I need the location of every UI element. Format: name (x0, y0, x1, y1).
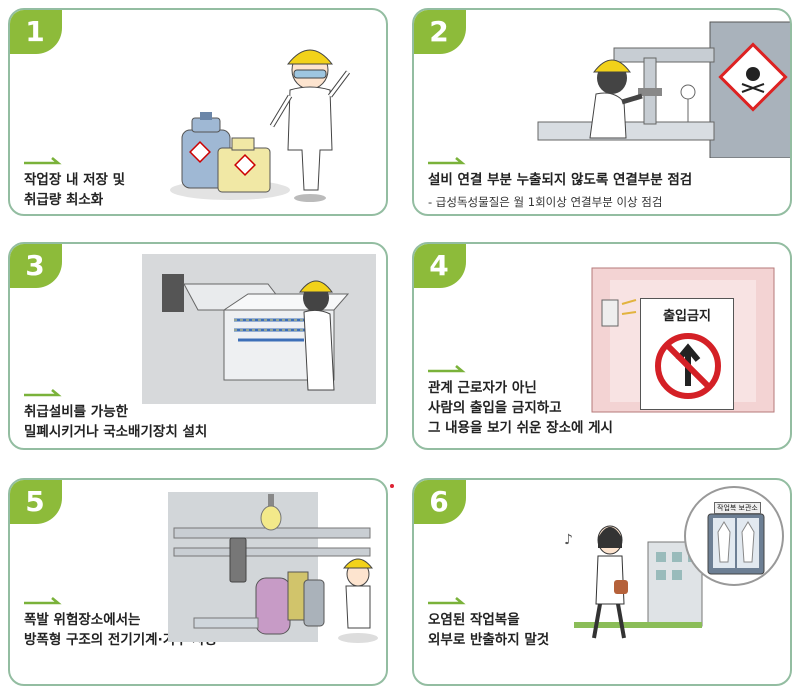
card-caption: 취급설비를 가능한 밀폐시키거나 국소배기장치 설치 (24, 402, 207, 442)
card-number: 3 (10, 244, 62, 288)
card-caption: 관계 근로자가 아닌 사람의 출입을 금지하고 그 내용을 보기 쉬운 장소에 … (428, 378, 613, 438)
caption-line: 외부로 반출하지 말것 (428, 632, 550, 648)
locker-label: 작업복 보관소 (714, 502, 761, 514)
card-number: 5 (10, 480, 62, 524)
arrow-right-icon (428, 157, 466, 165)
card-4: 4 관계 근로자가 아닌 사람의 출입을 금지하고 그 내용을 보기 쉬운 장소… (412, 242, 792, 450)
illustration-pipe-inspection (537, 21, 790, 158)
music-note-icon: ♪ (564, 532, 573, 548)
card-1: 1 작업장 내 저장 및 취급량 최소화 (8, 8, 388, 216)
arrow-right-icon (24, 597, 62, 605)
caption-line: 폭발 위험장소에서는 (24, 612, 141, 628)
locker-bubble: 작업복 보관소 (684, 486, 784, 586)
card-caption: 설비 연결 부분 누출되지 않도록 연결부분 점검 (428, 170, 692, 190)
arrow-right-icon (24, 157, 62, 165)
card-3: 3 취급설비를 가능한 밀폐시키거나 국소배기장치 설치 (8, 242, 388, 450)
arrow-right-icon (428, 365, 466, 373)
no-entry-icon (655, 333, 721, 399)
card-number: 1 (10, 10, 62, 54)
stray-mark (390, 484, 394, 488)
illustration-worker-leaving: ♪ (564, 525, 703, 639)
hazard-skull-icon (746, 67, 760, 81)
caption-line: 취급설비를 가능한 (24, 404, 129, 420)
card-2: 2 설비 연결 부분 누출되지 않도록 연결부분 점검 - 급성독성물질은 월 … (412, 8, 792, 216)
card-caption: 오염된 작업복을 외부로 반출하지 말것 (428, 610, 549, 650)
card-6: 6 오염된 작업복을 외부로 반출하지 말것 ♪ 작업복 보관소 (412, 478, 792, 686)
card-5: 5 폭발 위험장소에서는 방폭형 구조의 전기기계·기구 사용 (8, 478, 388, 686)
no-entry-sign: 출입금지 (640, 298, 734, 410)
caption-line: 관계 근로자가 아닌 (428, 380, 537, 396)
illustration-worker-containers (170, 49, 350, 202)
caption-line: 사람의 출입을 금지하고 (428, 400, 562, 416)
card-number: 2 (414, 10, 466, 54)
sign-label: 출입금지 (663, 309, 711, 324)
locker-icon (707, 513, 765, 575)
arrow-right-icon (24, 389, 62, 397)
card-sub-caption: - 급성독성물질은 월 1회이상 연결부분 이상 점검 (428, 195, 663, 209)
illustration-local-exhaust (142, 254, 376, 404)
caption-line: 그 내용을 보기 쉬운 장소에 게시 (428, 420, 613, 436)
card-caption: 작업장 내 저장 및 취급량 최소화 (24, 170, 125, 210)
caption-line: 설비 연결 부분 누출되지 않도록 연결부분 점검 (428, 172, 693, 188)
illustration-explosion-proof (168, 492, 378, 643)
caption-line: 오염된 작업복을 (428, 612, 520, 628)
caption-line: 밀폐시키거나 국소배기장치 설치 (24, 424, 208, 440)
caption-line: 취급량 최소화 (24, 192, 104, 208)
card-number: 6 (414, 480, 466, 524)
caption-line: 작업장 내 저장 및 (24, 172, 126, 188)
arrow-right-icon (428, 597, 466, 605)
card-number: 4 (414, 244, 466, 288)
